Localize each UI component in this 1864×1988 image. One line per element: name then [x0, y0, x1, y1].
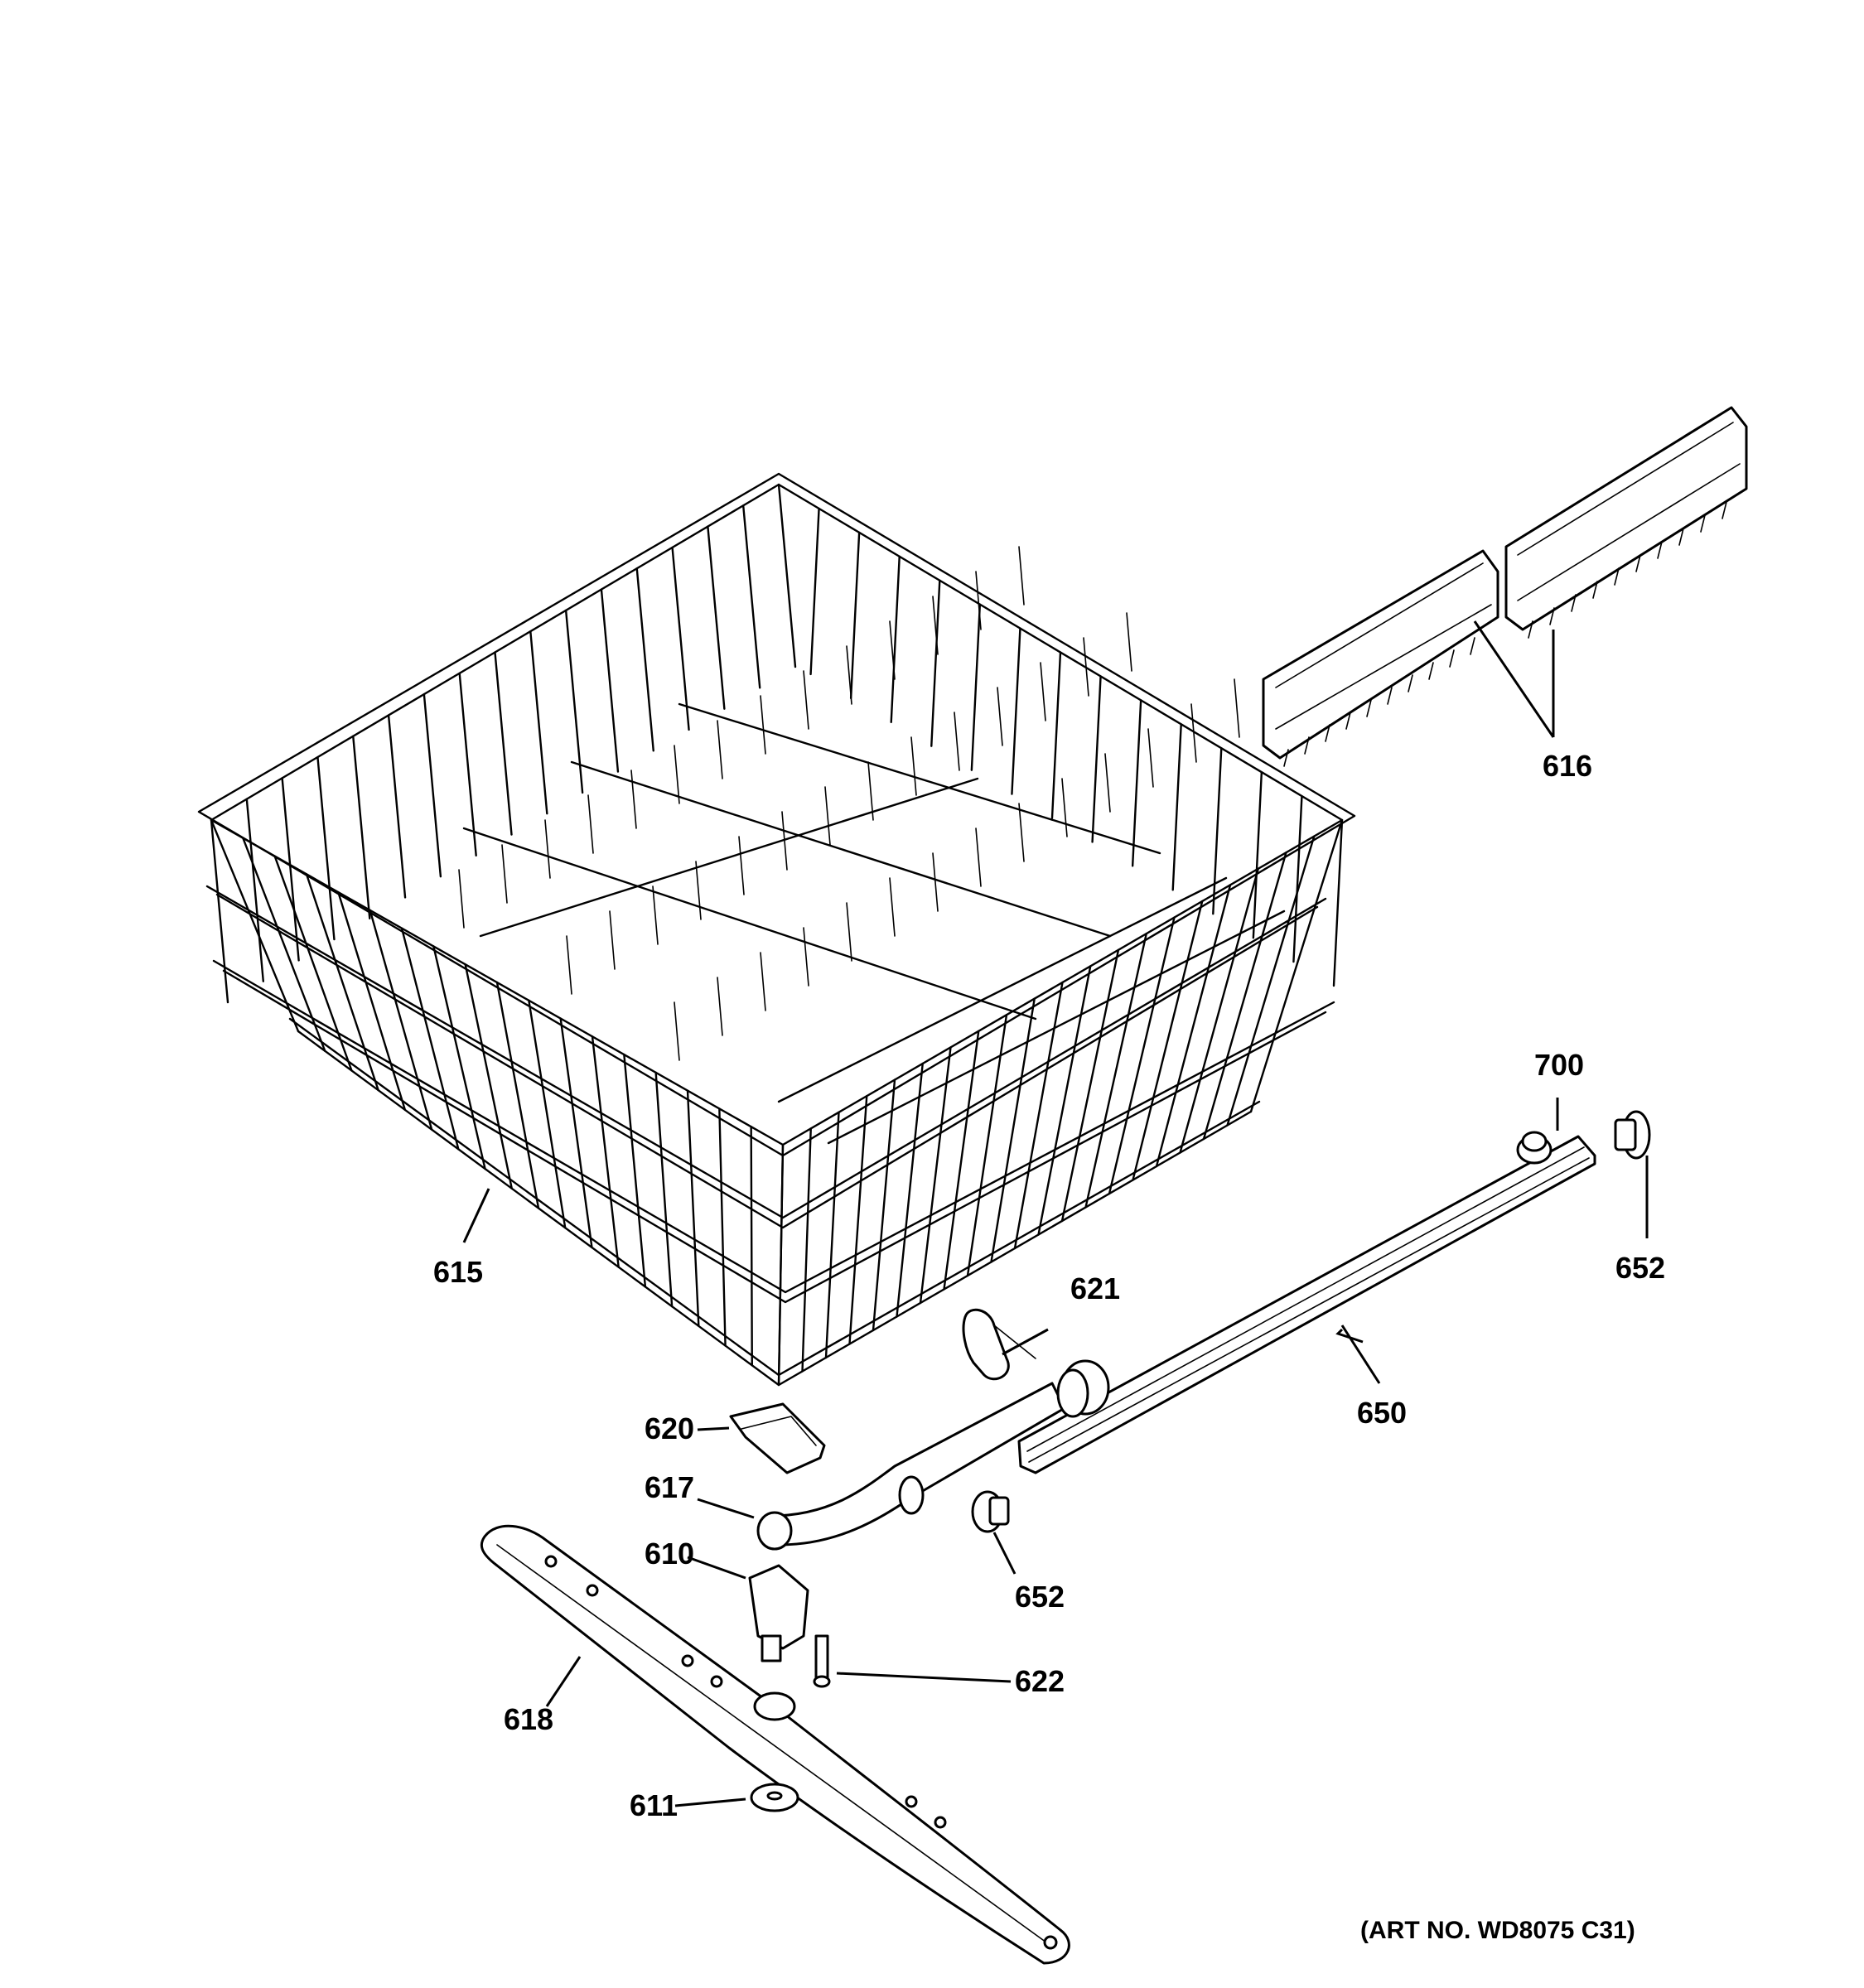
hub-610	[748, 1564, 809, 1662]
callout-610: 610	[645, 1537, 694, 1571]
callout-652-right: 652	[1615, 1251, 1665, 1285]
callout-652-lower: 652	[1015, 1580, 1065, 1614]
callout-621: 621	[1070, 1271, 1120, 1305]
callout-650: 650	[1357, 1396, 1407, 1430]
callout-617: 617	[645, 1470, 694, 1504]
callout-622: 622	[1015, 1664, 1065, 1698]
callout-615: 615	[433, 1255, 483, 1289]
clip-621	[962, 1308, 1036, 1381]
end-cap-700	[1516, 1131, 1553, 1165]
feed-tube-617	[756, 1359, 1110, 1551]
callout-616: 616	[1543, 749, 1592, 783]
callout-618: 618	[504, 1702, 553, 1736]
upper-dish-rack	[197, 472, 1356, 1387]
clip-620	[729, 1402, 826, 1474]
upper-conduit	[1017, 1135, 1596, 1474]
washer-611	[750, 1783, 799, 1812]
spray-arm-618	[480, 1524, 1070, 1965]
end-plug-652-lower	[971, 1490, 1010, 1533]
tine-row-right	[1504, 406, 1748, 639]
tine-row-left	[1262, 549, 1499, 767]
art-number: (ART NO. WD8075 C31)	[1360, 1917, 1635, 1944]
callout-620: 620	[645, 1411, 694, 1445]
screw-622	[813, 1634, 831, 1688]
leader-lines	[462, 620, 1649, 1807]
callout-700: 700	[1534, 1048, 1584, 1082]
callout-611: 611	[630, 1788, 678, 1822]
end-plug-652-right	[1614, 1110, 1651, 1160]
